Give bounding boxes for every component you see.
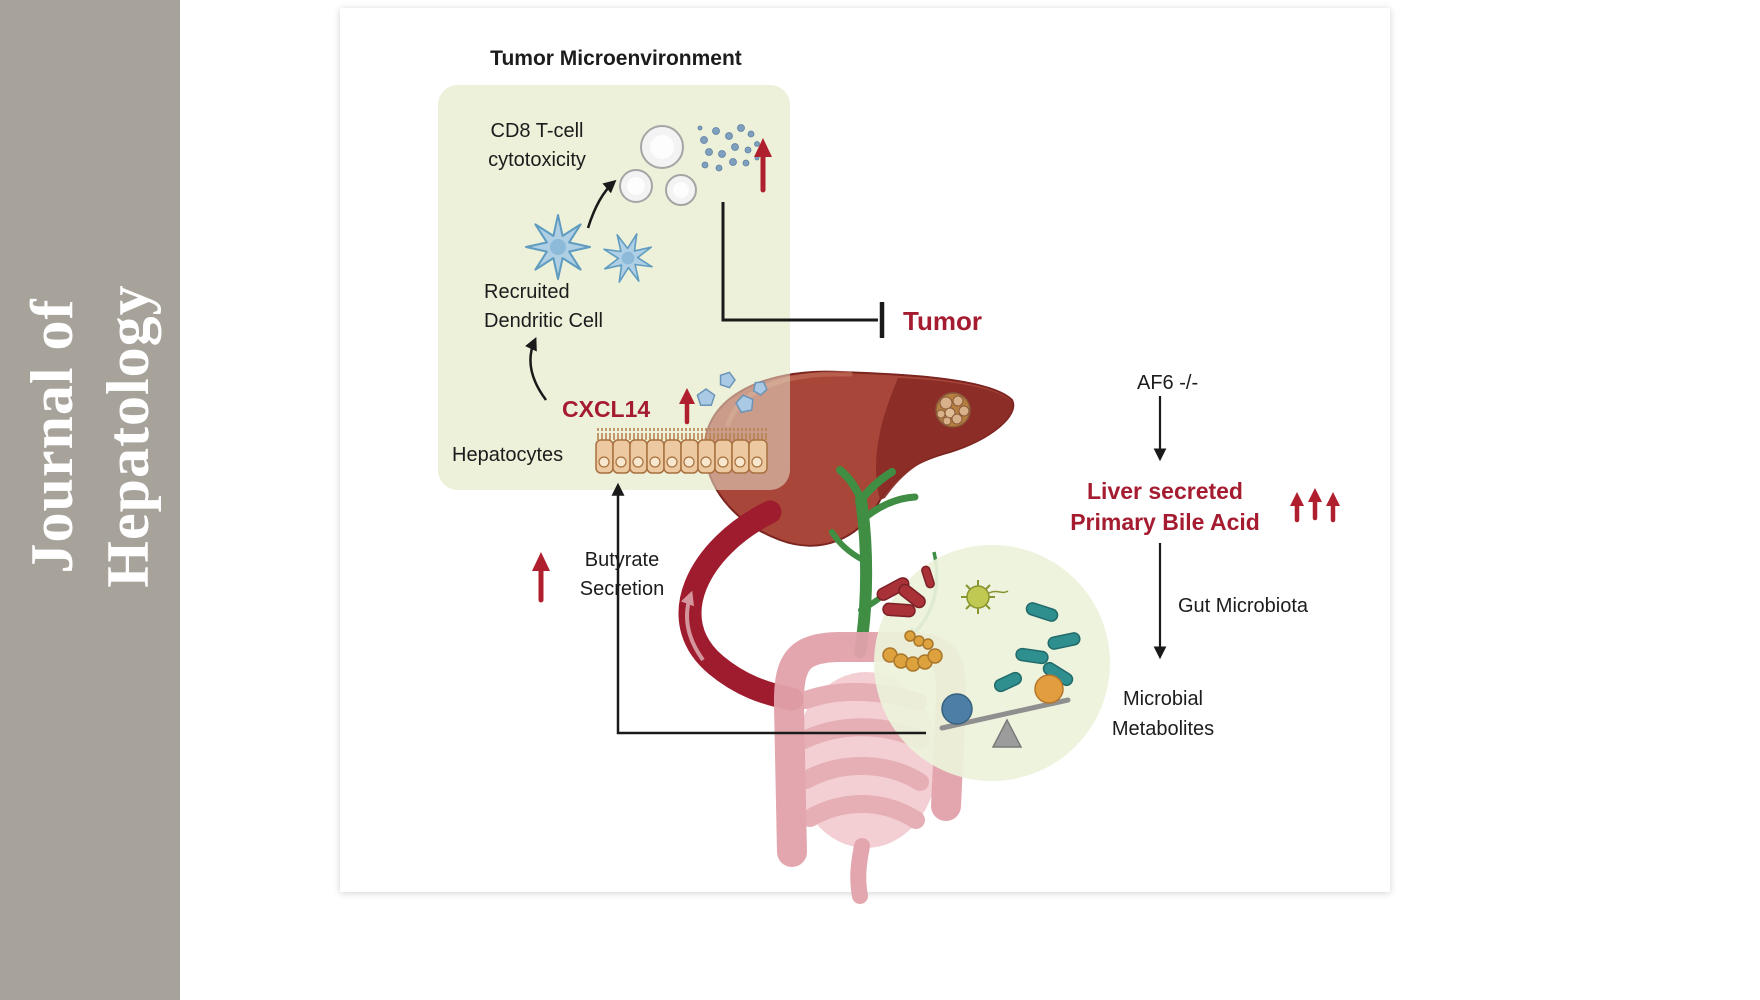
tme-box-overlay [438, 85, 790, 490]
bile-acid-line1: Liver secreted [1087, 478, 1243, 504]
cxcl14-molecule-icons [696, 371, 768, 414]
up-arrow-cytotoxicity [754, 138, 772, 193]
tme-title: Tumor Microenvironment [490, 47, 742, 70]
cd8-label: CD8 T-cell cytotoxicity [452, 117, 622, 175]
tumor-nodule-icon [935, 392, 971, 428]
metabolite-balance-icon [939, 674, 1071, 748]
butyrate-label: Butyrate Secretion [566, 546, 678, 604]
metabolites-line2: Metabolites [1111, 718, 1215, 740]
butyrate-arrow [611, 482, 926, 735]
dendritic-cell-icons [525, 214, 653, 283]
up-arrows-bile-acid [1290, 488, 1340, 523]
cd8-label-line2: cytotoxicity [488, 149, 586, 171]
metabolite-ball-orange [1034, 674, 1064, 704]
dc-to-tcell-arrow [586, 179, 617, 229]
blood-vessel-illustration [678, 500, 804, 711]
vessel-flow-arrow [680, 590, 705, 662]
butyrate-label-line1: Butyrate [584, 549, 660, 571]
cxcl14-label: CXCL14 [562, 396, 651, 422]
gut-microbiota-label: Gut Microbiota [1178, 595, 1309, 617]
cd8-label-line1: CD8 T-cell [490, 120, 584, 142]
dc-label-line2: Dendritic Cell [484, 310, 603, 332]
hepatocytes-label: Hepatocytes [452, 444, 564, 466]
tumor-inhibition-line [721, 202, 885, 338]
bile-acid-label: Liver secreted Primary Bile Acid [1040, 476, 1290, 538]
up-arrow-cxcl14 [679, 388, 695, 425]
gut-microbiome-circle [874, 545, 1110, 781]
journal-sidebar: Journal of Hepatology [0, 0, 180, 1000]
microbial-metabolites-label: Microbial Metabolites [1088, 684, 1238, 744]
af6-label: AF6 -/- [1137, 372, 1199, 394]
up-arrow-butyrate [532, 552, 550, 603]
teal-bacteria-icon [993, 602, 1081, 693]
metabolites-line1: Microbial [1122, 688, 1204, 710]
granule-dots [697, 124, 760, 172]
tumor-label: Tumor [903, 306, 982, 336]
dendritic-cell-label: Recruited Dendritic Cell [484, 278, 654, 336]
cxcl14-to-dc-arrow [525, 337, 548, 401]
dc-label-line1: Recruited [484, 281, 570, 303]
bile-acid-line2: Primary Bile Acid [1070, 509, 1260, 535]
spiky-bacterium-icon [961, 580, 1009, 614]
cd8-tcell-icons [619, 125, 697, 206]
red-bacteria-icon [876, 565, 935, 618]
metabolite-ball-blue [941, 693, 973, 725]
segmented-bacteria-icon [882, 630, 943, 672]
butyrate-label-line2: Secretion [579, 578, 665, 600]
hepatocyte-epithelium [595, 428, 768, 474]
